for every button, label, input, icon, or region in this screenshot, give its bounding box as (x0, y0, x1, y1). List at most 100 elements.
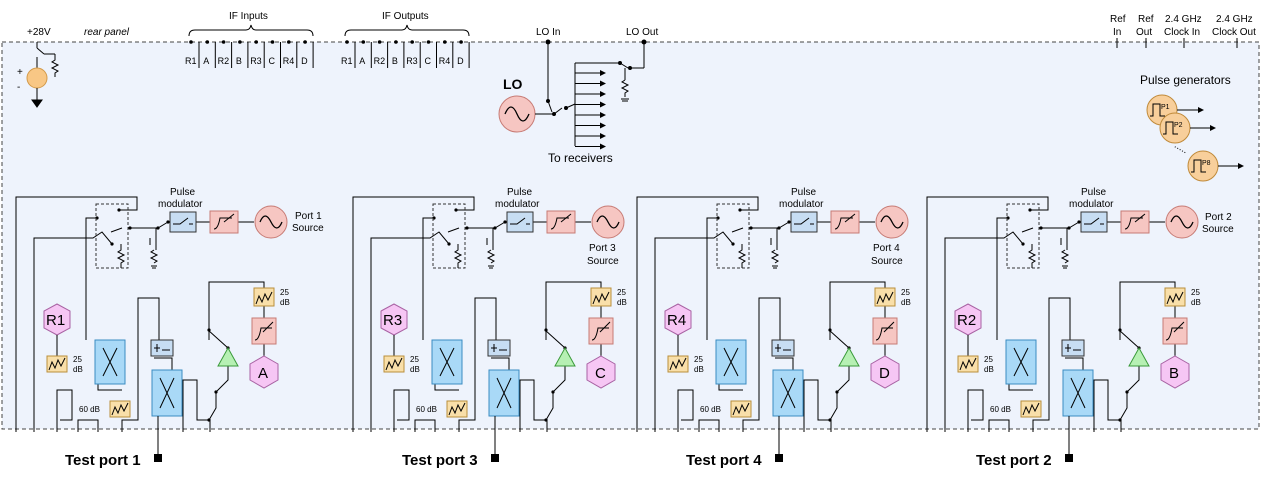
test-receiver-label: A (258, 365, 268, 382)
signal-path (1118, 329, 1140, 349)
switch-contact (214, 390, 218, 394)
pulse-generators-label: Pulse generators (1140, 73, 1231, 87)
source-label: Port 2 (1205, 212, 1232, 223)
sine-wave (880, 215, 904, 229)
clock-in-label-1: 2.4 GHz (1165, 14, 1202, 25)
attenuation-unit: dB (73, 365, 83, 374)
signal-path (836, 360, 850, 393)
if-connector-dot (459, 40, 463, 44)
signal-path (677, 389, 694, 432)
attenuator-zigzag (448, 402, 466, 416)
switch-contact (454, 208, 458, 212)
switch-contact (207, 418, 211, 422)
switch-contact (1077, 220, 1081, 224)
test-receiver-icon (249, 355, 279, 389)
termination-icon (1060, 249, 1070, 269)
attenuation-unit: dB (984, 365, 994, 374)
signal-path (85, 217, 97, 340)
rear-panel-label: rear panel (84, 27, 130, 38)
signal-path (207, 329, 229, 349)
lo-arrow-head (600, 122, 606, 129)
coupler-cross (1070, 377, 1086, 409)
if-channel-label: R4 (439, 56, 451, 66)
lo-connectors (545, 39, 647, 101)
plus-sign: + (17, 67, 23, 78)
lo-arrow-head (600, 112, 606, 118)
pulse-generator-p2: P2 (1159, 107, 1216, 144)
test-port-label: Test port 3 (402, 452, 478, 469)
switch-contact (1118, 418, 1122, 422)
if-outputs-label: IF Outputs (382, 11, 429, 22)
coupler-cross (496, 377, 512, 409)
attenuator-zigzag (111, 402, 129, 416)
if-channel-label: R4 (283, 56, 295, 66)
test-port-label: Test port 2 (976, 452, 1052, 469)
pulse-modulator-label: modulator (495, 199, 540, 210)
attenuation-label: 25 (410, 355, 419, 364)
switch-contact (828, 418, 832, 422)
modulator-switch-icon (173, 217, 193, 225)
modulator-switch-icon (794, 217, 814, 225)
test-receiver-icon (870, 355, 900, 389)
attenuation-60-label: 60 dB (700, 405, 721, 414)
lo-arrow-head (600, 80, 606, 87)
signal-path (944, 231, 1024, 432)
source-label: Port 1 (295, 211, 322, 222)
lo-distribution (535, 42, 645, 146)
switch-contact (787, 220, 791, 224)
attenuation-unit: dB (1191, 298, 1201, 307)
if-channel-label: D (301, 56, 308, 66)
lo-receiver-arrows (575, 70, 606, 150)
switch-contact (117, 208, 121, 212)
test-port-connector (775, 454, 783, 462)
switch-contact (166, 220, 170, 224)
switch-contact (1067, 226, 1071, 230)
if-channel-label: R2 (218, 56, 230, 66)
signal-path (458, 297, 497, 432)
signal-path (121, 297, 160, 432)
filter-curve (834, 213, 856, 230)
attenuation-unit: dB (280, 298, 290, 307)
bias-tee-symbol (491, 344, 507, 352)
signal-path (926, 196, 1049, 432)
signal-path (1126, 360, 1140, 393)
switch-contact (1125, 390, 1129, 394)
pulse-modulator-label: modulator (158, 199, 203, 210)
bias-tee-symbol (154, 344, 170, 352)
pulse-modulator-label: Pulse (1081, 187, 1106, 198)
attenuation-unit: dB (410, 365, 420, 374)
attenuator-zigzag (48, 357, 66, 371)
signal-path (15, 196, 138, 432)
pulse-modulator-label: Pulse (170, 187, 195, 198)
if-connector-dot (205, 40, 210, 44)
if-channel-label: R3 (250, 56, 262, 66)
signal-path (491, 357, 510, 370)
coupler-cross (723, 347, 739, 377)
signal-path (996, 217, 1008, 340)
signal-path (215, 360, 229, 393)
lo-arrow-head (600, 133, 606, 139)
signal-path (775, 357, 794, 370)
signal-path (803, 379, 832, 432)
amplifier-icon (838, 346, 860, 367)
test-receiver-label: B (1169, 365, 1179, 382)
attenuation-60-label: 60 dB (990, 405, 1011, 414)
minus-sign: - (17, 82, 20, 93)
signal-path (742, 297, 781, 432)
attenuation-label: 25 (984, 355, 993, 364)
signal-path (731, 227, 744, 233)
coupler-cross (159, 377, 175, 409)
signal-path (370, 231, 450, 432)
if-inputs-brace (188, 24, 314, 37)
signal-path (182, 379, 211, 432)
switch-contact (465, 226, 469, 230)
filter-curve (1124, 213, 1146, 230)
if-channel-label: R1 (185, 56, 197, 66)
switch-contact (1039, 226, 1043, 230)
attenuator-zigzag (1166, 291, 1184, 305)
source-label: Source (871, 256, 903, 267)
